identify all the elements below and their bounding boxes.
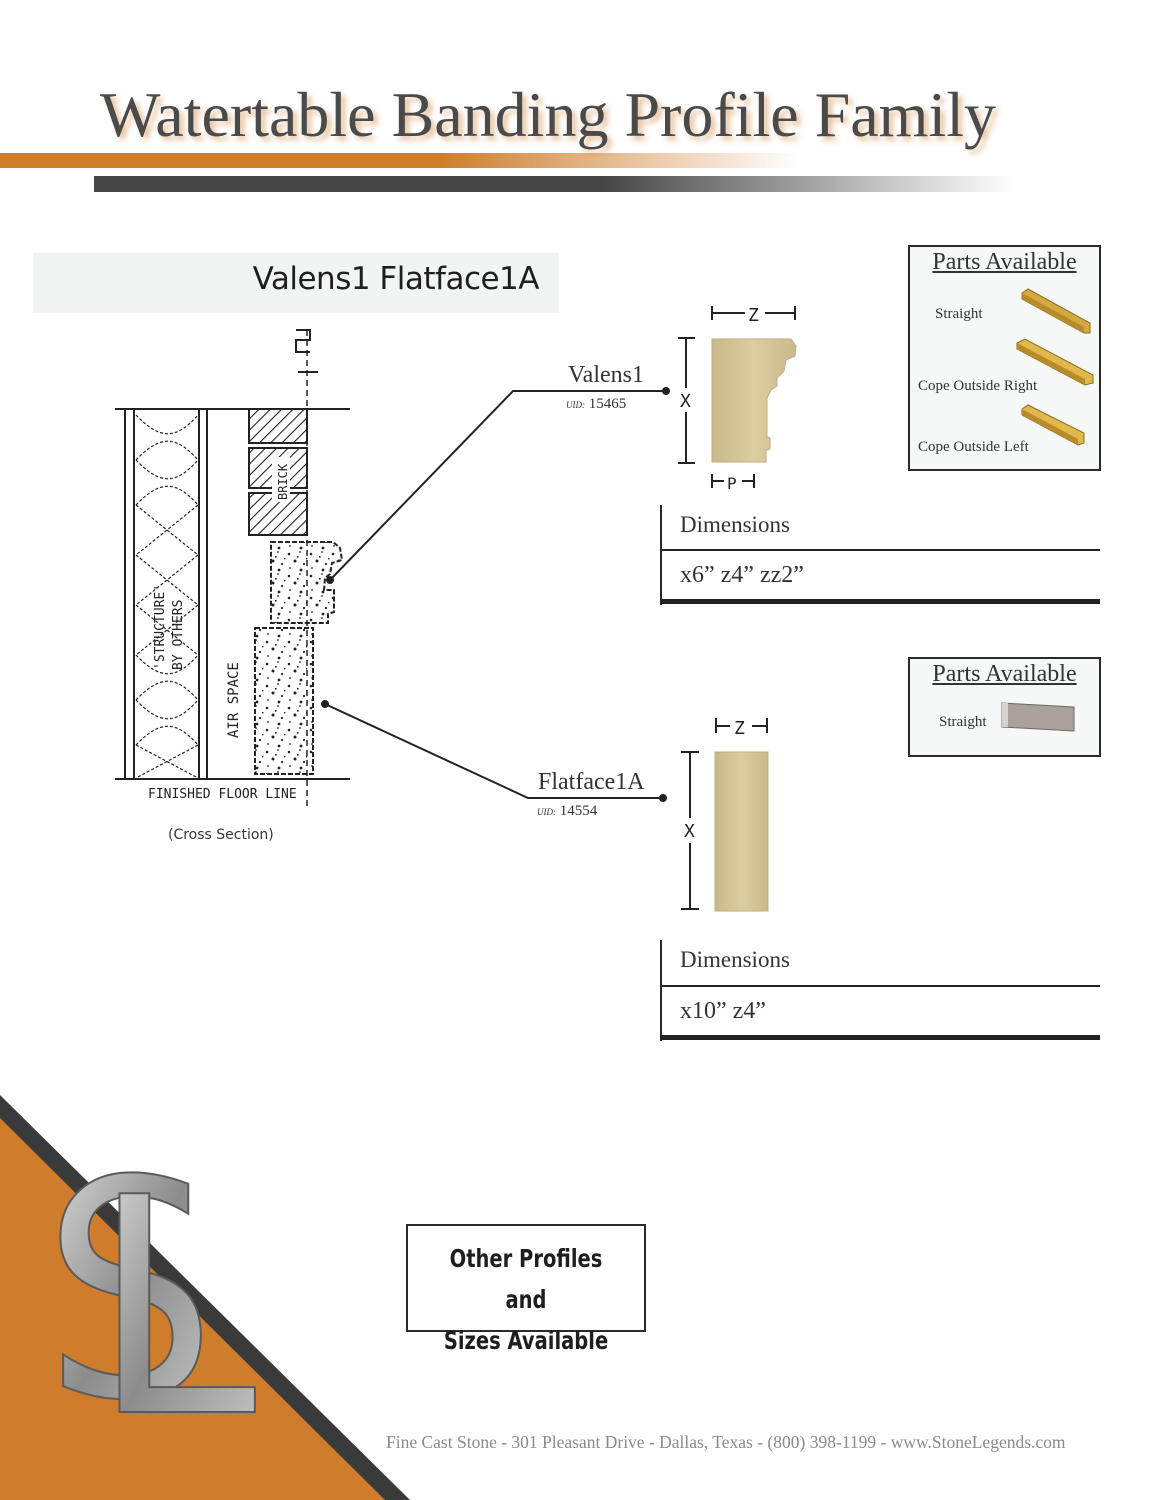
parts-available-title: Parts Available: [932, 661, 1077, 687]
dimensions-value: x10” z4”: [680, 998, 766, 1024]
section-marker-icon: [295, 329, 311, 353]
dimensions-block-valens1: Dimensions x6” z4” zz2”: [660, 505, 1100, 605]
dimensions-block-flatface1a: Dimensions x10” z4”: [660, 940, 1100, 1041]
part-straight-label: Straight: [935, 306, 983, 322]
valens1-profile-drawing: Z X P: [678, 305, 797, 493]
page-title: Watertable Banding Profile Family: [100, 79, 996, 150]
parts-available-box-flatface1a: Parts Available Straight: [908, 657, 1101, 757]
part-cope-outside-right-label: Cope Outside Right: [918, 378, 1038, 394]
flatface1a-section: [254, 627, 314, 775]
finished-floor-label: FINISHED FLOOR LINE: [148, 787, 297, 802]
cope-outside-left-icon: [1021, 404, 1085, 446]
valens1-uid: UID: 15465: [566, 396, 627, 412]
svg-text:Z: Z: [734, 718, 745, 739]
flatface1a-leader-line: [324, 703, 663, 799]
dimensions-heading: Dimensions: [680, 512, 790, 537]
insulation-pattern: [135, 414, 199, 779]
svg-text:Z: Z: [748, 305, 759, 326]
straight-part-icon: [1001, 702, 1075, 732]
structure-label: 'STRUCTURE': [153, 584, 168, 670]
valens1-leader-line: [329, 390, 666, 581]
logo-orange-triangle: [0, 1118, 385, 1500]
svg-text:P: P: [727, 474, 737, 493]
svg-text:X: X: [684, 821, 695, 842]
other-profiles-line-2: Sizes Available: [443, 1326, 609, 1355]
parts-available-title: Parts Available: [932, 249, 1077, 275]
sl-logo-icon: S L: [39, 1116, 270, 1484]
cross-section-caption: (Cross Section): [168, 827, 274, 843]
other-profiles-line-1: Other Profiles and: [449, 1244, 603, 1314]
brick-label: BRICK: [276, 463, 290, 500]
flatface1a-name: Flatface1A: [538, 769, 645, 795]
air-space-label: AIR SPACE: [226, 662, 242, 738]
part-straight-label: Straight: [939, 714, 987, 730]
orange-header-bar: [0, 153, 800, 168]
gray-header-bar: [94, 176, 1014, 192]
parts-available-box-valens1: Parts Available Straight Cope Outside Ri…: [908, 245, 1101, 471]
by-others-label: BY OTHERS: [171, 600, 186, 670]
other-profiles-box: Other Profiles and Sizes Available: [406, 1224, 646, 1355]
cope-outside-right-icon: [1016, 338, 1094, 386]
svg-text:S: S: [40, 1117, 221, 1466]
straight-part-icon: [1021, 288, 1091, 334]
dimensions-heading: Dimensions: [680, 947, 790, 972]
svg-text:L: L: [88, 1134, 269, 1483]
valens1-section: [270, 541, 344, 624]
svg-text:X: X: [680, 391, 691, 412]
section-label: Valens1 Flatface1A: [252, 261, 540, 297]
flatface1a-uid: UID: 14554: [537, 803, 598, 819]
footer-contact: Fine Cast Stone - 301 Pleasant Drive - D…: [386, 1432, 1066, 1452]
part-cope-outside-left-label: Cope Outside Left: [918, 439, 1029, 455]
section-label-box: Valens1 Flatface1A: [33, 253, 559, 313]
dimensions-value: x6” z4” zz2”: [680, 562, 804, 588]
valens1-name: Valens1: [568, 362, 644, 388]
flatface1a-profile-drawing: Z X: [681, 718, 769, 912]
